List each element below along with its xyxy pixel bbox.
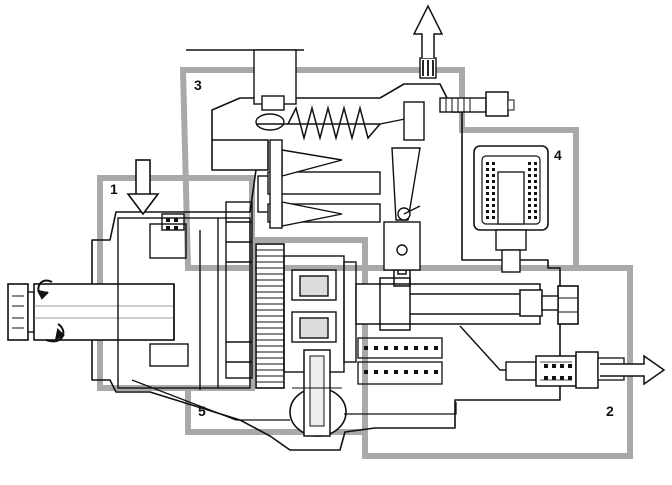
spring-coil-dot bbox=[414, 346, 418, 350]
solenoid-winding bbox=[492, 210, 495, 213]
valve-spring-dot bbox=[568, 364, 572, 368]
zone-frame-4 bbox=[462, 127, 579, 268]
delivery-valve bbox=[459, 325, 625, 389]
solenoid-winding bbox=[486, 216, 489, 219]
spring-coil-dot bbox=[434, 346, 438, 350]
fuel-return-arrow-icon bbox=[412, 4, 444, 79]
solenoid-winding bbox=[492, 162, 495, 165]
solenoid-winding bbox=[528, 180, 531, 183]
solenoid-winding bbox=[486, 168, 489, 171]
valve-spring-dot bbox=[544, 376, 548, 380]
solenoid-winding bbox=[486, 210, 489, 213]
solenoid-winding bbox=[486, 186, 489, 189]
solenoid-winding bbox=[528, 210, 531, 213]
solenoid-winding bbox=[528, 162, 531, 165]
solenoid-winding bbox=[492, 198, 495, 201]
solenoid-winding bbox=[534, 186, 537, 189]
timer-piston bbox=[289, 349, 347, 437]
rotation-arrow-icon bbox=[37, 279, 65, 343]
valve-spring-dot bbox=[552, 376, 556, 380]
solenoid-winding bbox=[528, 186, 531, 189]
zone-frame-5 bbox=[185, 237, 368, 435]
zone-label-1: 1 bbox=[110, 181, 118, 197]
lower-spring-chamber bbox=[357, 337, 443, 385]
fuel-line bbox=[131, 379, 457, 421]
spring-coil-dot bbox=[414, 370, 418, 374]
shutoff-solenoid bbox=[473, 145, 549, 273]
spring-coil-dot bbox=[424, 370, 428, 374]
spring-coil-dot bbox=[374, 370, 378, 374]
solenoid-winding bbox=[534, 198, 537, 201]
zone-label-5: 5 bbox=[198, 403, 206, 419]
spring-coil-dot bbox=[384, 346, 388, 350]
spring-coil-dot bbox=[404, 346, 408, 350]
valve-spring-dot bbox=[568, 376, 572, 380]
zone-label-4: 4 bbox=[554, 147, 562, 163]
spring-coil-dot bbox=[424, 346, 428, 350]
governor-assembly bbox=[186, 49, 411, 229]
outlet-nut bbox=[541, 285, 579, 325]
feed-pump-detail bbox=[166, 218, 178, 230]
solenoid-winding bbox=[534, 174, 537, 177]
solenoid-winding bbox=[492, 174, 495, 177]
solenoid-winding bbox=[528, 192, 531, 195]
solenoid-winding bbox=[492, 216, 495, 219]
solenoid-winding bbox=[534, 192, 537, 195]
solenoid-winding bbox=[486, 174, 489, 177]
spring-coil-dot bbox=[384, 370, 388, 374]
solenoid-winding bbox=[492, 168, 495, 171]
spring-coil-dot bbox=[374, 346, 378, 350]
solenoid-winding bbox=[534, 210, 537, 213]
solenoid-winding bbox=[486, 192, 489, 195]
solenoid-winding bbox=[486, 198, 489, 201]
solenoid-winding bbox=[534, 180, 537, 183]
solenoid-winding bbox=[528, 204, 531, 207]
spring-coil-dots bbox=[364, 346, 438, 374]
drive-gear bbox=[255, 243, 285, 389]
solenoid-winding bbox=[528, 216, 531, 219]
solenoid-winding bbox=[534, 168, 537, 171]
fuel-inlet-arrow-icon bbox=[126, 159, 160, 216]
zone-label-2: 2 bbox=[606, 403, 614, 419]
zone-label-3: 3 bbox=[194, 77, 202, 93]
valve-spring-dot bbox=[560, 364, 564, 368]
valve-spring-dot bbox=[560, 376, 564, 380]
solenoid-winding bbox=[534, 162, 537, 165]
spring-coil-dot bbox=[394, 370, 398, 374]
spring-coil-dot bbox=[394, 346, 398, 350]
adjusting-screw bbox=[439, 91, 515, 117]
solenoid-winding bbox=[492, 180, 495, 183]
spring-coil-dot bbox=[434, 370, 438, 374]
spring-coil-dot bbox=[404, 370, 408, 374]
solenoid-winding bbox=[528, 174, 531, 177]
distributor-plunger bbox=[355, 259, 543, 331]
solenoid-winding bbox=[528, 198, 531, 201]
solenoid-winding bbox=[486, 180, 489, 183]
spring-coil-dot bbox=[364, 346, 368, 350]
drive-shaft bbox=[7, 283, 175, 341]
feed-pump-block bbox=[117, 201, 253, 390]
valve-spring-dots bbox=[544, 364, 572, 380]
solenoid-coil bbox=[486, 162, 537, 219]
solenoid-winding bbox=[528, 168, 531, 171]
valve-spring-dot bbox=[544, 364, 548, 368]
solenoid-winding bbox=[534, 204, 537, 207]
control-lever bbox=[383, 101, 425, 271]
spring-coil-dot bbox=[364, 370, 368, 374]
zone-frame-1 bbox=[97, 175, 255, 391]
solenoid-winding bbox=[492, 204, 495, 207]
solenoid-winding bbox=[486, 204, 489, 207]
solenoid-winding bbox=[534, 216, 537, 219]
outlet-arrow-icon bbox=[600, 354, 666, 386]
solenoid-winding bbox=[492, 192, 495, 195]
governor-spring bbox=[287, 105, 381, 141]
solenoid-winding bbox=[492, 186, 495, 189]
solenoid-winding bbox=[486, 162, 489, 165]
valve-spring-dot bbox=[552, 364, 556, 368]
